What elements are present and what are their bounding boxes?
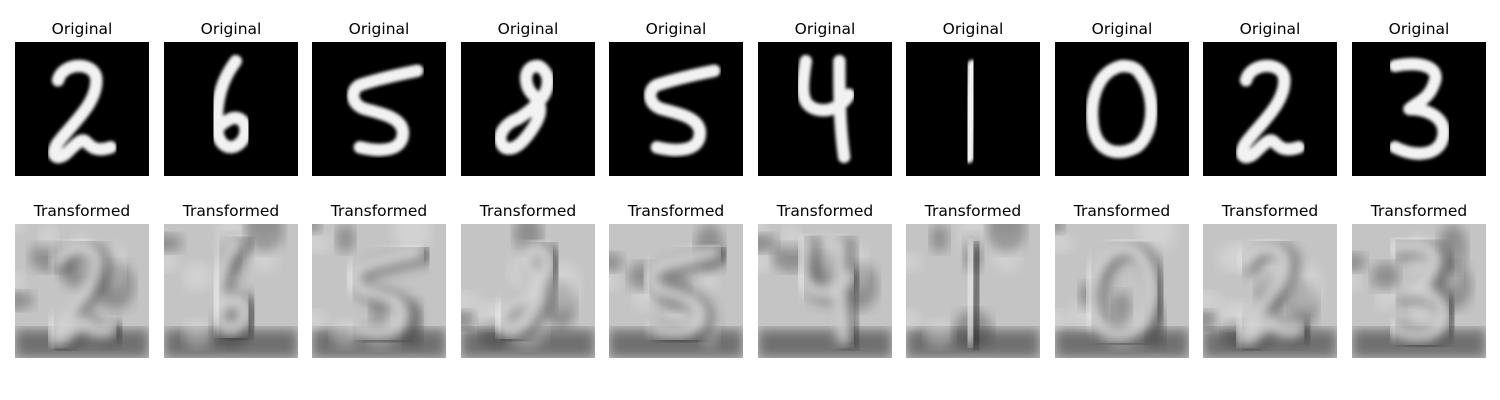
original-title-3: Original xyxy=(497,20,559,38)
original-title-9: Original xyxy=(1388,20,1450,38)
transformed-title-3: Transformed xyxy=(479,202,577,220)
original-title-1: Original xyxy=(200,20,262,38)
original-image-3 xyxy=(461,42,595,176)
transformed-image-6 xyxy=(906,224,1040,358)
transformed-image-7 xyxy=(1055,224,1189,358)
original-image-2 xyxy=(312,42,446,176)
transformed-title-5: Transformed xyxy=(776,202,874,220)
original-image-7 xyxy=(1055,42,1189,176)
original-title-4: Original xyxy=(645,20,707,38)
transformed-title-1: Transformed xyxy=(182,202,280,220)
original-title-0: Original xyxy=(51,20,113,38)
transformed-image-9 xyxy=(1352,224,1486,358)
transformed-image-5 xyxy=(758,224,892,358)
original-title-8: Original xyxy=(1239,20,1301,38)
transformed-title-7: Transformed xyxy=(1073,202,1171,220)
transformed-title-9: Transformed xyxy=(1370,202,1468,220)
original-image-6 xyxy=(906,42,1040,176)
original-image-4 xyxy=(609,42,743,176)
transformed-title-4: Transformed xyxy=(627,202,725,220)
transformed-title-8: Transformed xyxy=(1221,202,1319,220)
transformed-title-2: Transformed xyxy=(330,202,428,220)
original-title-6: Original xyxy=(942,20,1004,38)
original-title-5: Original xyxy=(794,20,856,38)
transformed-title-0: Transformed xyxy=(33,202,131,220)
transformed-image-3 xyxy=(461,224,595,358)
original-title-2: Original xyxy=(348,20,410,38)
original-image-9 xyxy=(1352,42,1486,176)
original-image-5 xyxy=(758,42,892,176)
original-image-8 xyxy=(1203,42,1337,176)
transformed-image-2 xyxy=(312,224,446,358)
transformed-title-6: Transformed xyxy=(924,202,1022,220)
transformed-image-4 xyxy=(609,224,743,358)
transformed-image-1 xyxy=(164,224,298,358)
transformed-image-8 xyxy=(1203,224,1337,358)
original-image-0 xyxy=(15,42,149,176)
transformed-image-0 xyxy=(15,224,149,358)
original-title-7: Original xyxy=(1091,20,1153,38)
original-image-1 xyxy=(164,42,298,176)
